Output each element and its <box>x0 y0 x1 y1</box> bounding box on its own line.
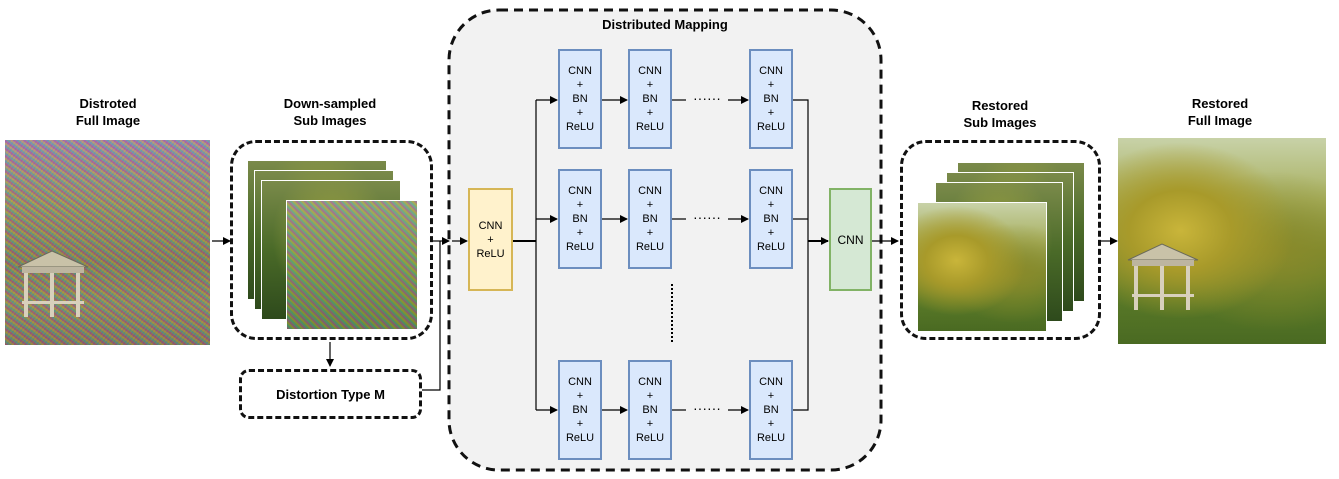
label-line-1: Down-sampled <box>283 96 377 111</box>
block-text: BN <box>642 93 658 105</box>
block-text: CNN <box>638 65 662 77</box>
connector-distortion-to-mapping <box>422 241 441 391</box>
cnn-bn-relu-block: CNN + BN + ReLU <box>749 49 793 149</box>
block-text: CNN <box>478 219 503 232</box>
gazebo-illustration <box>1127 243 1199 310</box>
entry-cnn-relu-block: CNN + ReLU <box>468 188 513 291</box>
block-text: + <box>646 390 654 402</box>
label-restored-sub-images: Restored Sub Images <box>945 97 1055 131</box>
block-text: + <box>576 418 584 430</box>
block-text: ReLU <box>756 432 786 444</box>
row1-ellipsis: ······ <box>693 90 721 106</box>
cnn-bn-relu-block: CNN + BN + ReLU <box>558 169 602 269</box>
cnn-bn-relu-block: CNN + BN + ReLU <box>749 360 793 460</box>
block-text: + <box>767 227 775 239</box>
label-downsampled-sub-images: Down-sampled Sub Images <box>265 95 395 129</box>
block-text: CNN <box>638 376 662 388</box>
block-text: + <box>576 107 584 119</box>
cnn-bn-relu-block: CNN + BN + ReLU <box>628 49 672 149</box>
block-text: ReLU <box>635 241 665 253</box>
block-text: BN <box>763 93 779 105</box>
vertical-ellipsis <box>671 284 679 342</box>
gazebo-illustration <box>17 250 89 317</box>
cnn-bn-relu-block: CNN + BN + ReLU <box>558 360 602 460</box>
cnn-bn-relu-block: CNN + BN + ReLU <box>749 169 793 269</box>
block-text: ReLU <box>756 121 786 133</box>
label-distributed-mapping: Distributed Mapping <box>602 17 728 32</box>
row3-ellipsis: ······ <box>693 400 721 416</box>
block-text: ReLU <box>635 432 665 444</box>
label-restored-full-image: Restored Full Image <box>1165 95 1275 129</box>
block-text: + <box>576 199 584 211</box>
block-text: BN <box>572 404 588 416</box>
final-cnn-block: CNN <box>829 188 872 291</box>
block-text: ReLU <box>756 241 786 253</box>
label-line-1: Restored <box>971 98 1029 113</box>
label-line-2: Full Image <box>75 113 141 128</box>
block-text: + <box>646 79 654 91</box>
block-text: + <box>646 199 654 211</box>
block-text: BN <box>642 404 658 416</box>
label-line-1: Distroted <box>79 96 137 111</box>
block-text: ReLU <box>565 241 595 253</box>
block-text: + <box>646 107 654 119</box>
block-text: + <box>767 107 775 119</box>
restored-full-image <box>1118 138 1326 344</box>
block-text: + <box>576 390 584 402</box>
block-text: + <box>767 79 775 91</box>
block-text: CNN <box>759 185 783 197</box>
block-text: BN <box>572 213 588 225</box>
sub-image-front <box>286 200 418 330</box>
block-text: BN <box>572 93 588 105</box>
block-text: + <box>767 390 775 402</box>
block-text: + <box>646 227 654 239</box>
block-text: + <box>767 199 775 211</box>
downsampled-sub-images-group <box>230 140 433 340</box>
restored-sub-image-front <box>917 202 1047 332</box>
block-text: CNN <box>759 65 783 77</box>
block-text: CNN <box>568 185 592 197</box>
block-text: + <box>576 227 584 239</box>
cnn-bn-relu-block: CNN + BN + ReLU <box>628 360 672 460</box>
block-text: BN <box>642 213 658 225</box>
cnn-bn-relu-block: CNN + BN + ReLU <box>628 169 672 269</box>
label-line-2: Sub Images <box>963 115 1037 130</box>
block-text: CNN <box>638 185 662 197</box>
distortion-type-box: Distortion Type M <box>239 369 422 419</box>
cnn-bn-relu-block: CNN + BN + ReLU <box>558 49 602 149</box>
label-distorted-full-image: Distroted Full Image <box>52 95 164 129</box>
block-text: ReLU <box>635 121 665 133</box>
block-text: BN <box>763 404 779 416</box>
block-text: + <box>767 418 775 430</box>
block-text: + <box>646 418 654 430</box>
block-text: CNN <box>568 65 592 77</box>
block-text: CNN <box>568 376 592 388</box>
distorted-full-image <box>5 140 210 345</box>
distortion-type-label: Distortion Type M <box>276 386 385 402</box>
restored-sub-images-group <box>900 140 1101 340</box>
row2-ellipsis: ······ <box>693 209 721 225</box>
block-text: + <box>487 233 494 246</box>
block-text: ReLU <box>565 432 595 444</box>
label-line-2: Sub Images <box>293 113 367 128</box>
block-text: CNN <box>837 232 864 247</box>
merge-row1 <box>792 99 809 241</box>
block-text: CNN <box>759 376 783 388</box>
block-text: + <box>576 79 584 91</box>
block-text: ReLU <box>565 121 595 133</box>
block-text: BN <box>763 213 779 225</box>
merge-row3 <box>792 241 809 411</box>
block-text: ReLU <box>476 247 505 260</box>
label-line-1: Restored <box>1191 96 1249 111</box>
label-line-2: Full Image <box>1187 113 1253 128</box>
